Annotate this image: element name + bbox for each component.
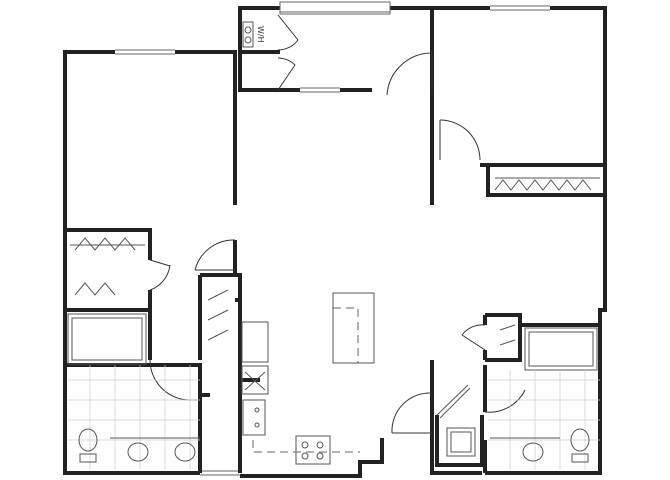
bathroom-right <box>488 327 600 470</box>
kitchen <box>241 292 375 465</box>
sink-basin <box>522 442 544 462</box>
water-heater: W/H <box>242 21 265 48</box>
doors <box>149 14 526 434</box>
closet-shelving <box>70 177 600 346</box>
pantry <box>241 365 269 395</box>
sink <box>242 399 266 436</box>
bathroom-left <box>67 313 200 470</box>
refrigerator <box>241 321 269 363</box>
toilet <box>570 428 590 452</box>
interior-walls <box>65 50 605 473</box>
bathtub <box>524 327 598 371</box>
laundry-closet <box>435 384 484 467</box>
sink-basin <box>174 442 196 462</box>
windows <box>115 1 550 476</box>
washer-dryer <box>446 427 476 457</box>
water-heater-label: W/H <box>256 26 265 43</box>
bathtub <box>67 313 147 365</box>
toilet <box>78 428 98 452</box>
exterior-walls <box>63 6 607 478</box>
kitchen-island <box>332 292 375 364</box>
sink-basin <box>127 442 149 462</box>
stove <box>295 435 331 465</box>
